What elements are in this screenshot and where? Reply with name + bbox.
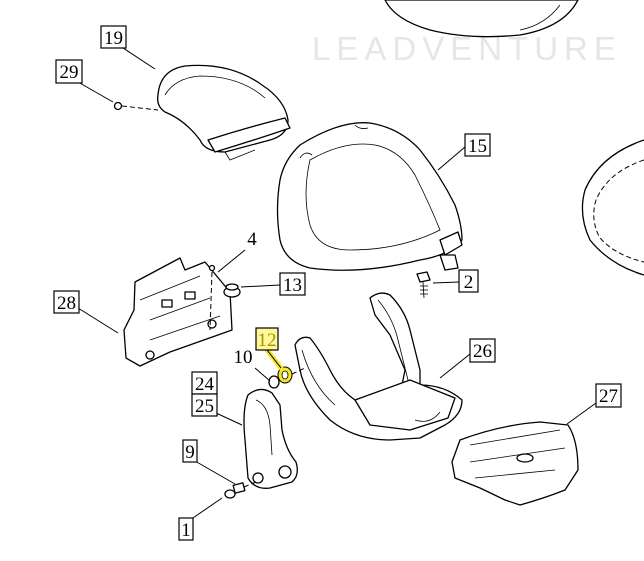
- svg-text:26: 26: [473, 341, 492, 362]
- main-seat-part: [276, 122, 463, 271]
- svg-text:2: 2: [464, 272, 474, 293]
- screw-29-part: [113, 101, 159, 111]
- svg-text:15: 15: [468, 136, 487, 157]
- callout-1[interactable]: 1: [178, 517, 194, 541]
- side-seat-part: [581, 139, 644, 276]
- callout-28[interactable]: 28: [53, 290, 80, 314]
- callout-19[interactable]: 19: [100, 25, 127, 49]
- rear-seat-top-part: [384, 0, 579, 38]
- callout-15[interactable]: 15: [464, 133, 491, 157]
- svg-text:19: 19: [104, 28, 123, 49]
- svg-text:27: 27: [599, 386, 618, 407]
- backrest-frame-part: [294, 292, 463, 441]
- callout-13[interactable]: 13: [279, 272, 306, 296]
- grommet-13-part: [223, 283, 241, 298]
- bolt-1-part: [224, 489, 236, 499]
- svg-text:12: 12: [258, 330, 277, 351]
- callout-9[interactable]: 9: [182, 439, 198, 463]
- callout-25[interactable]: 25: [191, 393, 218, 417]
- svg-text:1: 1: [181, 520, 191, 541]
- svg-text:24: 24: [195, 374, 215, 395]
- callout-4[interactable]: 4: [247, 229, 257, 250]
- washer-10-part: [268, 375, 280, 389]
- side-bracket-part: [243, 388, 298, 489]
- callout-24[interactable]: 24: [191, 371, 218, 395]
- screw-4-part: [208, 264, 216, 331]
- bolt-2-part: [416, 271, 431, 299]
- svg-text:13: 13: [283, 275, 302, 296]
- passenger-pad-part: [157, 64, 291, 161]
- svg-text:29: 29: [60, 62, 79, 83]
- screw-9-part: [232, 481, 257, 494]
- callout-12[interactable]: 12: [255, 327, 279, 351]
- spacer-12-part: [277, 366, 306, 384]
- leader-lines: [77, 45, 597, 521]
- callout-29[interactable]: 29: [55, 59, 83, 84]
- svg-text:25: 25: [195, 396, 214, 417]
- callout-2[interactable]: 2: [458, 269, 479, 293]
- svg-text:10: 10: [234, 347, 253, 368]
- rear-tray-part: [451, 421, 579, 506]
- svg-text:9: 9: [185, 442, 195, 463]
- callout-27[interactable]: 27: [595, 383, 622, 408]
- callout-26[interactable]: 26: [469, 338, 496, 363]
- svg-text:4: 4: [247, 229, 257, 250]
- mounting-bracket-part: [123, 257, 233, 367]
- svg-text:28: 28: [57, 293, 76, 314]
- callout-10[interactable]: 10: [234, 347, 253, 368]
